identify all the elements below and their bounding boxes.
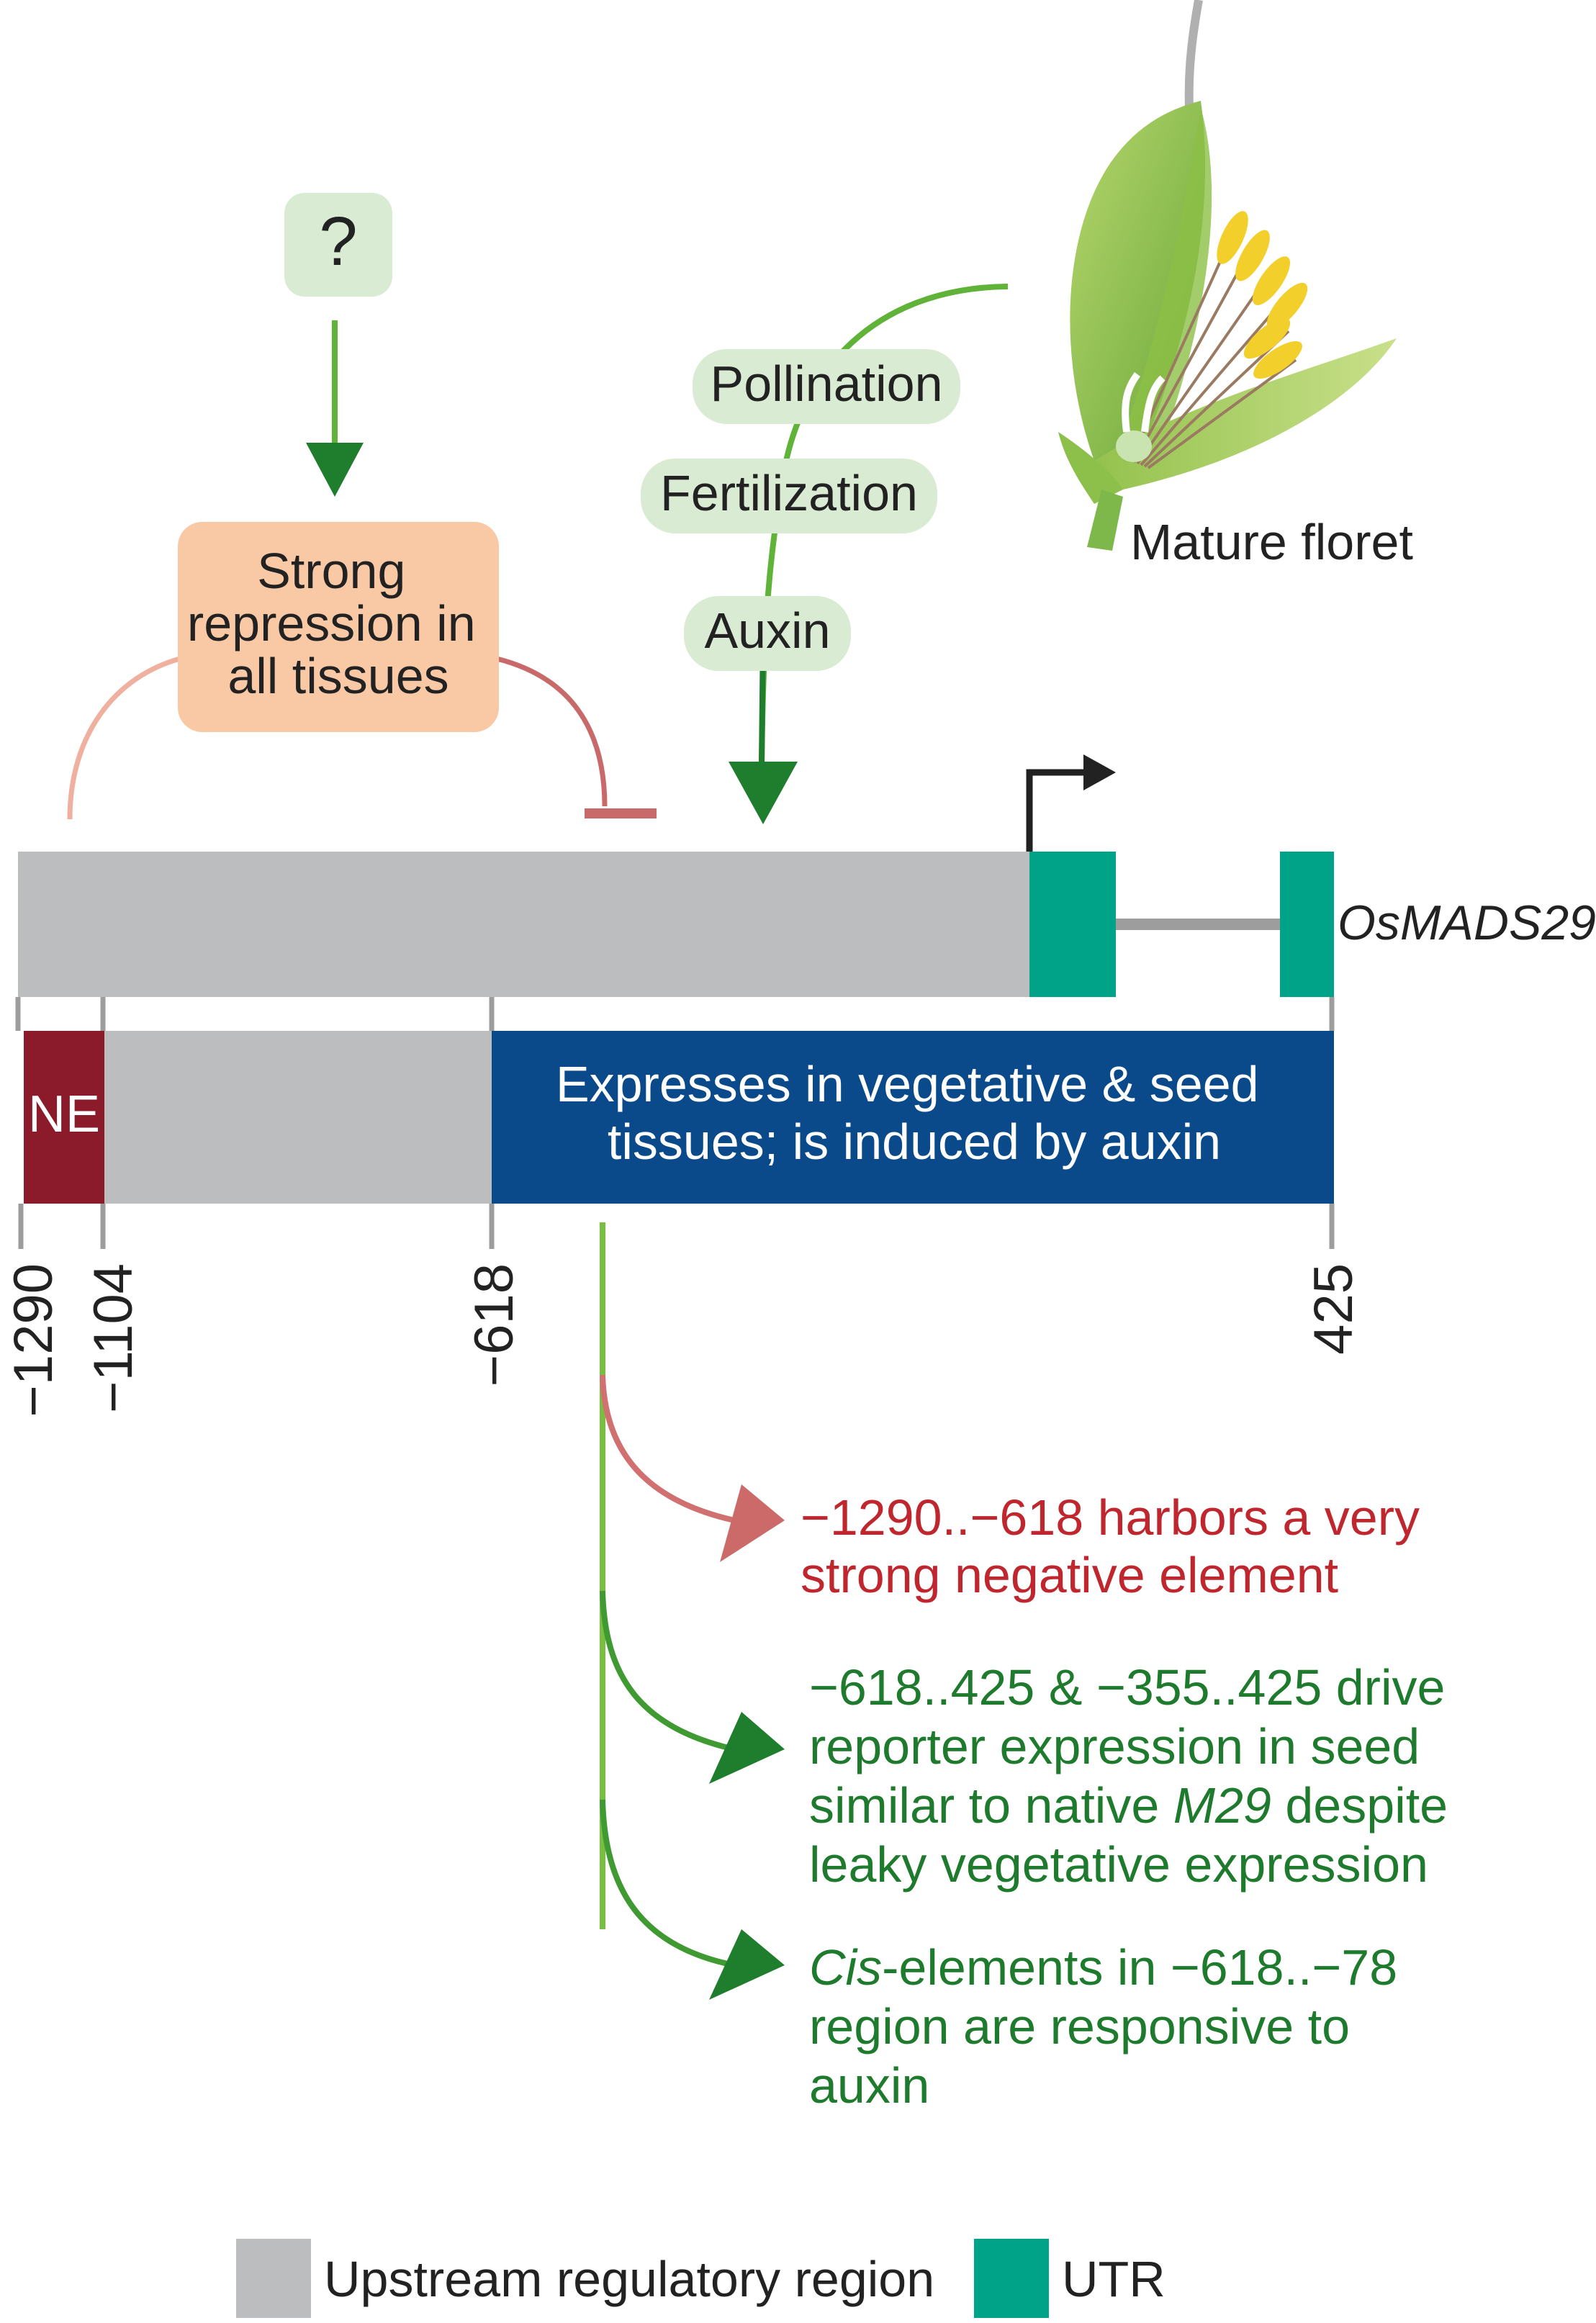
finding2-text: −618..425 & −355..425 drive reporter exp… bbox=[809, 1659, 1462, 1893]
question-mark: ? bbox=[319, 203, 357, 280]
utr-exon-2 bbox=[1280, 852, 1334, 997]
legend-utr-swatch bbox=[974, 2239, 1049, 2318]
finding2-arrow-curve bbox=[600, 1590, 735, 1752]
pollination-pill: Pollination bbox=[693, 349, 960, 424]
finding3-text: Cis-elements in −618..−78 region are res… bbox=[809, 1939, 1412, 2114]
question-box bbox=[284, 193, 392, 297]
gene-name: OsMADS29 bbox=[1338, 896, 1596, 950]
repression-line-2: repression in bbox=[187, 595, 476, 651]
repression-arc-right bbox=[496, 656, 608, 807]
position-label-1290: −1290 bbox=[3, 1263, 64, 1417]
repression-line-1: Strong bbox=[257, 543, 405, 599]
ne-region bbox=[24, 1031, 104, 1204]
unknown-regulator: ? bbox=[284, 193, 392, 497]
repression-line-3: all tissues bbox=[227, 648, 448, 704]
question-arrow-head bbox=[306, 443, 364, 497]
finding2-arrow-head bbox=[709, 1712, 785, 1784]
transcription-start-arrow bbox=[1026, 754, 1116, 852]
auxin-label: Auxin bbox=[704, 603, 830, 659]
expression-line-2: tissues; is induced by auxin bbox=[608, 1114, 1221, 1170]
finding1-text: −1290..−618 harbors a very strong negati… bbox=[801, 1489, 1433, 1603]
finding3-arrow-curve bbox=[600, 1799, 735, 1968]
auxin-pill: Auxin bbox=[684, 596, 851, 671]
pollination-label: Pollination bbox=[711, 356, 943, 412]
position-ticks bbox=[15, 997, 1335, 1249]
repression-arc-left bbox=[67, 656, 181, 820]
legend: Upstream regulatory region UTR bbox=[236, 2239, 1166, 2318]
legend-upstream-swatch bbox=[236, 2239, 311, 2318]
mature-floret-illustration bbox=[1058, 0, 1397, 551]
position-label-618: −618 bbox=[464, 1263, 525, 1386]
fertilization-pill: Fertilization bbox=[641, 459, 937, 533]
legend-utr-label: UTR bbox=[1062, 2251, 1166, 2307]
signal-arrow-head bbox=[729, 762, 798, 824]
utr-exon-1 bbox=[1029, 852, 1116, 997]
finding1-arrow-curve bbox=[600, 1374, 735, 1523]
upstream-region-bar bbox=[18, 852, 1029, 997]
repression-box: Strong repression in all tissues bbox=[178, 522, 499, 732]
svg-text:Expresses in vegetative & seed: Expresses in vegetative & seed tissues; … bbox=[556, 1056, 1273, 1170]
fertilization-label: Fertilization bbox=[660, 465, 918, 521]
position-label-425: 425 bbox=[1303, 1263, 1364, 1355]
expression-line-1: Expresses in vegetative & seed bbox=[556, 1056, 1259, 1112]
svg-text:Strong repression in: Strong repression in all tissues bbox=[187, 543, 490, 704]
position-label-1104: −1104 bbox=[83, 1263, 144, 1413]
expression-region bbox=[492, 1031, 1334, 1204]
finding1-arrow-head bbox=[720, 1484, 785, 1562]
legend-upstream-label: Upstream regulatory region bbox=[324, 2251, 934, 2307]
finding3-arrow-head bbox=[709, 1929, 785, 2000]
floret-label: Mature floret bbox=[1130, 514, 1413, 570]
ne-label: NE bbox=[28, 1086, 100, 1143]
